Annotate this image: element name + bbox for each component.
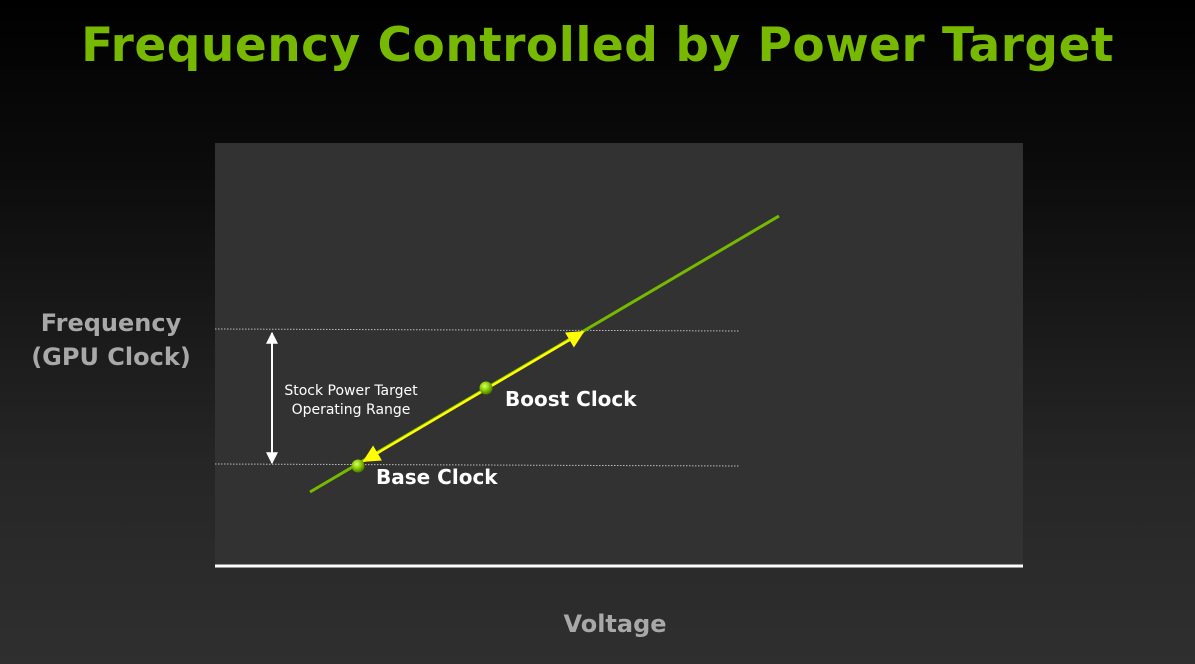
boost-clock-label: Boost Clock <box>505 387 637 411</box>
boost-clock-point <box>479 381 493 395</box>
range-annotation-line1: Stock Power Target <box>284 383 418 399</box>
base-clock-point <box>351 459 365 473</box>
upper-range-line <box>214 328 741 332</box>
y-axis-label-line2: (GPU Clock) <box>31 343 191 371</box>
base-clock-label: Base Clock <box>376 465 498 489</box>
x-axis-label: Voltage <box>563 610 667 638</box>
range-annotation-line2: Operating Range <box>292 402 411 418</box>
lower-range-line <box>214 463 741 467</box>
y-axis-label: Frequency (GPU Clock) <box>16 306 206 374</box>
y-axis-label-line1: Frequency <box>40 309 182 337</box>
slide-title: Frequency Controlled by Power Target <box>81 18 1114 73</box>
power-target-range-arrow <box>362 330 585 463</box>
plot-area <box>215 143 1023 567</box>
